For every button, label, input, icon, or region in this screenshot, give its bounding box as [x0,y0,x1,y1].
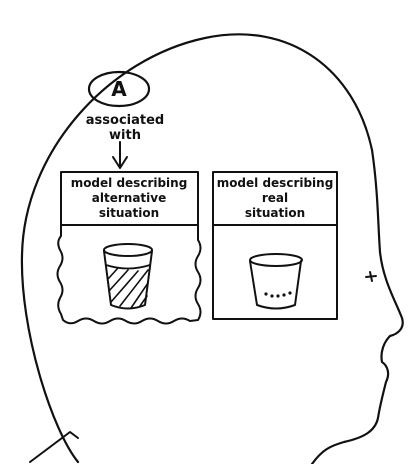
association-label-line2: with [109,128,141,143]
left-model-title-line2: alternative [92,191,166,205]
left-model-title-line1: model describing [71,176,188,190]
right-model-frame [213,225,337,319]
eye-mark [366,272,376,281]
left-model-title-line3: situation [99,206,159,220]
empty-glass-icon [250,261,301,309]
empty-glass-rim [250,254,302,266]
right-model-title-line1: model describing [217,176,334,190]
node-a-label: A [111,77,127,101]
neck-line [30,432,78,462]
right-model-title-line3: situation [245,206,305,220]
association-label-line1: associated [86,113,164,128]
full-glass-rim [104,244,152,256]
empty-glass-dots [264,291,291,297]
full-glass-hatching [108,268,148,308]
full-glass-liquid-surface [106,265,150,269]
right-model-title-line2: real [262,191,288,205]
